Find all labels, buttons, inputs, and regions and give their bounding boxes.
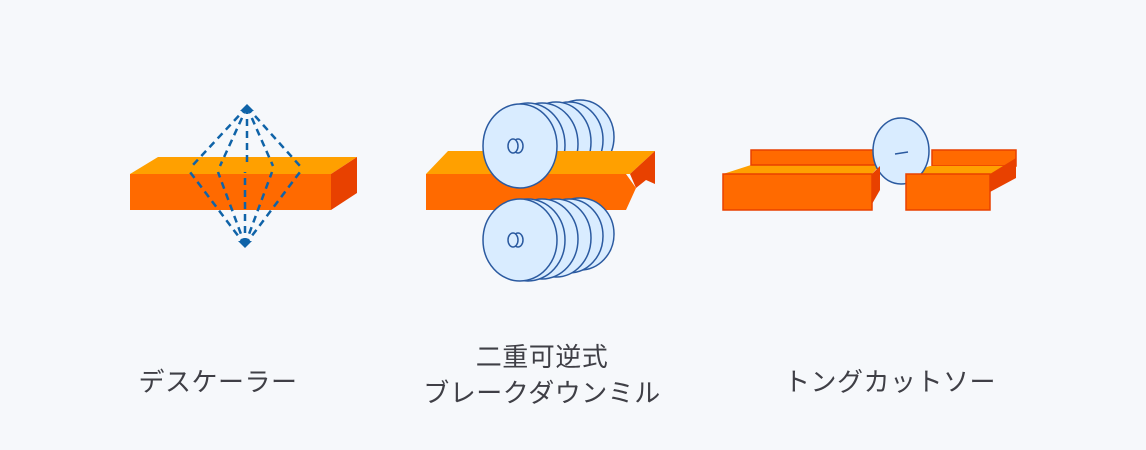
saw-blade (872, 117, 930, 185)
left-slab-side-face (872, 166, 880, 204)
descaler-slab (130, 157, 357, 210)
spray-nozzle-bottom (238, 241, 252, 248)
descaler-label: デスケーラー (88, 365, 348, 401)
descaler-illustration (130, 104, 357, 248)
tong-cut-saw-label: トングカットソー (740, 365, 1040, 401)
spray-fan-top (191, 106, 301, 167)
slab-side-face (331, 157, 357, 210)
lower-roll-axle-icon (507, 232, 524, 248)
left-slab-front-face (722, 173, 873, 211)
right-slab-back-face (931, 149, 1017, 167)
left-slab-back-face (750, 149, 881, 166)
reversing-mill-label-line1: 二重可逆式 (475, 343, 609, 373)
reversing-mill-label-line2: ブレークダウンミル (423, 379, 661, 409)
left-slab-top-face (723, 165, 880, 174)
saw-blade-axle-icon (894, 151, 909, 155)
reversing-mill-label: 二重可逆式 ブレークダウンミル (382, 340, 702, 412)
slab-top-face (130, 157, 357, 174)
tong-cut-saw-illustration (722, 117, 1017, 211)
right-slab-front-face (905, 173, 991, 211)
slab-front-face (130, 174, 331, 210)
slab-side-face (630, 151, 655, 188)
upper-roll-axle-icon (507, 138, 524, 154)
reversing-mill-illustration (426, 99, 655, 282)
spray-fan-bottom (189, 171, 301, 246)
spray-nozzle-top (240, 104, 254, 111)
descaler-label-text: デスケーラー (138, 368, 298, 398)
right-slab-side-face (990, 158, 1016, 192)
tong-cut-saw-label-text: トングカットソー (783, 368, 996, 398)
right-slab-top-face (906, 166, 1016, 174)
